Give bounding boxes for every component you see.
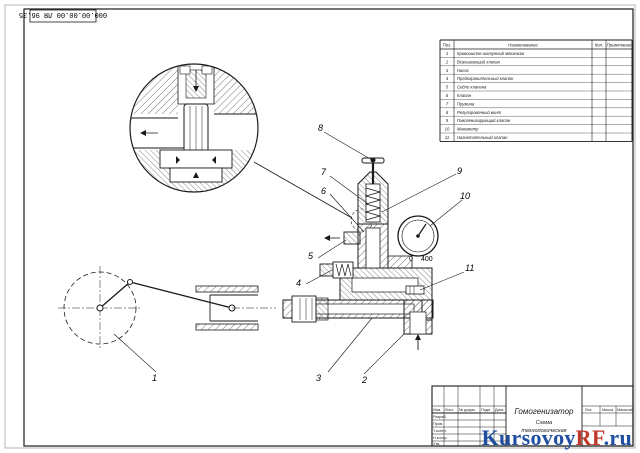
tb-row-utv: Утв. (433, 442, 440, 446)
spec-row-pos: 4 (446, 76, 449, 81)
spec-row-pos: 9 (446, 118, 449, 123)
spec-row-pos: 5 (446, 85, 449, 90)
code-box (29, 9, 97, 23)
watermark: KursovoyRF.ru (482, 425, 632, 451)
spec-row-pos: 3 (446, 68, 449, 73)
tb-scale: Масштаб (617, 408, 634, 412)
watermark-part1: Kursovoy (481, 425, 576, 450)
spec-header-note: Примечание (607, 43, 632, 48)
tb-lit: Лит. (585, 408, 592, 412)
spec-table: Поз. Наименование Кол. Примечание 1 Кривошипн… (439, 39, 633, 142)
spec-row-pos: 6 (446, 93, 449, 98)
callout-9: 9 (457, 166, 462, 176)
spec-row-name: Седло клапана (457, 85, 487, 90)
spec-row-name: Регулировочный винт (457, 110, 502, 115)
spec-row-name: Клапан (457, 93, 472, 98)
spec-header-pos: Поз. (443, 43, 452, 48)
tb-row-tkontr: Т.контр. (433, 429, 447, 433)
spec-row-name: Всасывающий клапан (457, 59, 501, 64)
crank-mechanism (58, 266, 276, 373)
sheet-code: 000.00.00.00 ЛЯ 96.35 (19, 10, 107, 18)
tb-row-prov: Пров. (433, 422, 443, 426)
spec-row-pos: 2 (445, 59, 449, 64)
callout-10: 10 (460, 191, 470, 201)
spec-row-name: Гомогенизирующий клапан (457, 118, 511, 123)
watermark-part3: .ru (603, 425, 632, 450)
homogenizer-assembly (282, 157, 439, 350)
callout-7: 7 (321, 167, 327, 177)
spec-header-qty: Кол. (595, 43, 603, 48)
spec-header-name: Наименование (508, 43, 538, 48)
spec-row-name: Кривошипно-шатунный механизм (457, 51, 524, 56)
callout-4: 4 (296, 278, 301, 288)
detail-view (129, 63, 374, 232)
callout-5: 5 (308, 251, 314, 261)
watermark-part2: RF (575, 425, 604, 450)
tb-subtitle2: технологическая (521, 428, 566, 434)
spec-row-pos: 8 (446, 110, 449, 115)
title-block (431, 385, 634, 447)
tb-row-razrab: Разраб. (433, 415, 447, 419)
outer-frame (4, 4, 636, 449)
callout-8: 8 (318, 123, 323, 133)
spec-row-name: Насос (457, 68, 470, 73)
spec-row-pos: 11 (445, 135, 449, 140)
spec-row-name: Нагнетательный клапан (457, 135, 508, 140)
tb-mass: Масса (602, 408, 614, 412)
gauge-label-max: 400 (421, 256, 433, 263)
tb-col-izm: Изм. (433, 408, 441, 412)
tb-col-sign: Подп. (481, 408, 491, 412)
callout-6: 6 (321, 186, 326, 196)
spec-row-pos: 1 (446, 51, 448, 56)
callout-3: 3 (316, 373, 321, 383)
gauge-label-zero: 0 (409, 256, 413, 263)
tb-col-list: Лист (445, 408, 454, 412)
spec-row-name: Манометр (457, 127, 479, 132)
inner-frame (23, 8, 634, 447)
spec-row-name: Предохранительный клапан (457, 76, 514, 81)
callout-11: 11 (465, 263, 474, 273)
callout-1: 1 (152, 373, 157, 383)
callout-leaders (305, 131, 465, 375)
tb-title: Гомогенизатор (515, 407, 575, 416)
spec-row-pos: 10 (445, 127, 450, 132)
tb-col-date: Дата (495, 408, 504, 412)
callout-2: 2 (361, 375, 367, 385)
tb-subtitle: Схема (536, 420, 553, 426)
tb-row-nkontr: Н.контр. (433, 436, 448, 440)
spec-row-pos: 7 (446, 101, 449, 106)
tb-col-doc: № докум. (459, 408, 476, 412)
spec-row-name: Пружина (457, 101, 475, 106)
